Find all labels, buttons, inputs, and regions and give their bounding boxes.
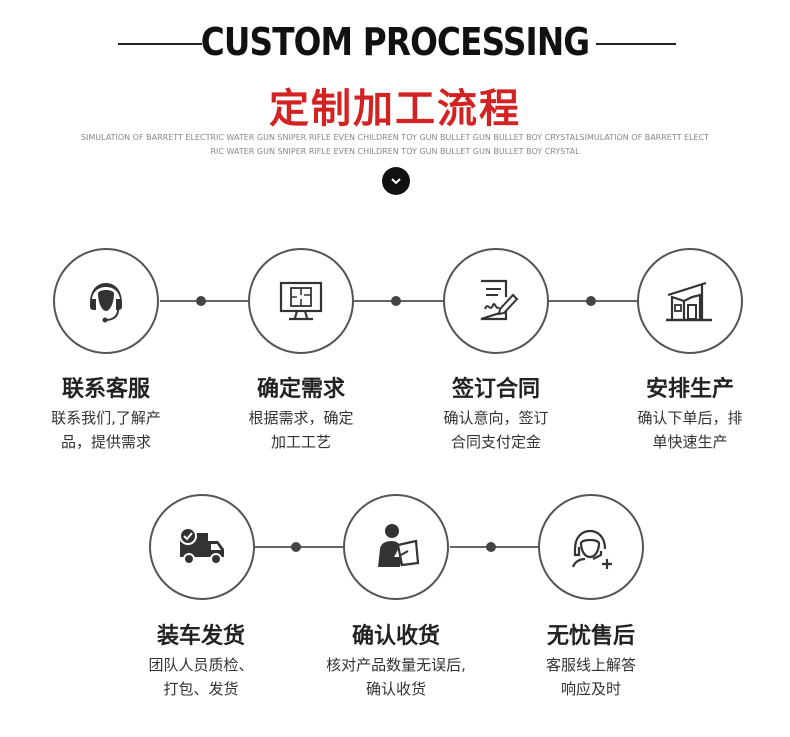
blueprint-monitor-icon: [279, 281, 323, 321]
page-subtitle: SIMULATION OF BARRETT ELECTRIC WATER GUN…: [80, 133, 710, 156]
customer-service-plus-icon: [571, 529, 612, 569]
step-3-circle: [443, 248, 549, 354]
connector-dot: [291, 542, 301, 552]
chevron-down-icon: [382, 167, 410, 195]
step-1-desc-1: 联系我们,了解产: [51, 409, 161, 427]
step-6-desc-1: 核对产品数量无误后,: [326, 656, 466, 674]
step-4-circle: [637, 248, 743, 354]
step-1-title: 联系客服: [61, 377, 150, 402]
step-4-desc-2: 单快速生产: [652, 433, 728, 451]
step-7-title: 无忧售后: [546, 624, 635, 649]
step-4-desc-1: 确认下单后，排: [637, 409, 743, 427]
step-5-desc-1: 团队人员质检、: [148, 656, 254, 674]
step-5-circle: [149, 494, 255, 600]
step-7-circle: [538, 494, 644, 600]
step-4-title: 安排生产: [645, 377, 734, 402]
step-2-desc-1: 根据需求，确定: [248, 409, 354, 427]
step-3-desc-2: 合同支付定金: [450, 433, 541, 451]
connector-dot: [196, 296, 206, 306]
step-1-circle: [53, 248, 159, 354]
connector-dot: [486, 542, 496, 552]
step-7-desc-2: 响应及时: [560, 680, 621, 698]
step-2-title: 确定需求: [256, 377, 345, 402]
headset-icon: [90, 283, 122, 323]
person-signing-icon: [378, 524, 420, 567]
connector-dot: [391, 296, 401, 306]
step-6-title: 确认收货: [351, 624, 440, 649]
step-7-desc-1: 客服线上解答: [545, 656, 636, 674]
title-rule-left: [118, 43, 202, 45]
title-rule-right: [596, 43, 676, 45]
step-2-circle: [248, 248, 354, 354]
factory-icon: [666, 281, 712, 322]
step-1-desc-2: 品，提供需求: [60, 433, 151, 451]
delivery-truck-icon: [179, 527, 224, 565]
step-6-desc-2: 确认收货: [365, 680, 426, 698]
connector-dot: [586, 296, 596, 306]
step-5-title: 装车发货: [156, 624, 245, 649]
step-5-desc-2: 打包、发货: [163, 680, 239, 698]
step-2-desc-2: 加工工艺: [270, 433, 331, 451]
step-3-desc-1: 确认意向，签订: [443, 409, 549, 427]
contract-sign-icon: [480, 279, 519, 321]
step-6-circle: [343, 494, 449, 600]
page-title-cn: 定制加工流程: [269, 86, 521, 132]
page-title-en: CUSTOM PROCESSING: [200, 20, 590, 64]
step-3-title: 签订合同: [451, 377, 540, 402]
